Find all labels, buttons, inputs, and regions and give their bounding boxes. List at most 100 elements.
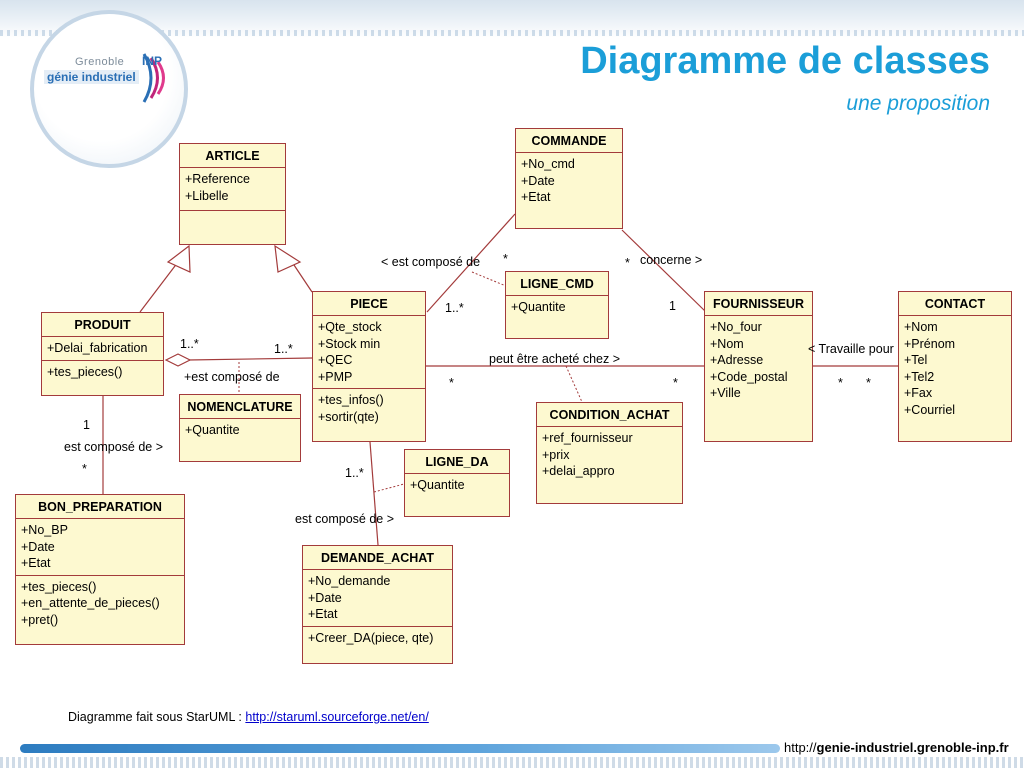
label-est-compose-de-da: est composé de > — [295, 512, 395, 526]
class-attributes: +Reference +Libelle — [180, 168, 285, 211]
label-est-compose-de-nomen: +est composé de — [184, 370, 280, 384]
label-star-four-contact: * — [838, 376, 843, 390]
logo-inp: INP — [142, 54, 163, 68]
assoc-piece-da — [369, 441, 379, 546]
class-name: COMMANDE — [516, 129, 622, 153]
class-ligne-cmd[interactable]: LIGNE_CMD +Quantite — [505, 271, 609, 339]
attribute: +Etat — [521, 190, 551, 204]
label-star-cmd-right: * — [625, 256, 630, 270]
attribute: +No_BP — [21, 523, 68, 537]
class-name: ARTICLE — [180, 144, 285, 168]
attribute: +Date — [308, 590, 342, 605]
class-operations — [180, 211, 285, 217]
assoc-commande-piece — [426, 213, 516, 313]
attribute: +Quantite — [185, 423, 240, 437]
operation: +tes_pieces() — [47, 364, 123, 379]
class-name: FOURNISSEUR — [705, 292, 812, 316]
footer-url: http://genie-industriel.grenoble-inp.fr — [784, 740, 1009, 755]
label-star-piece-four: * — [449, 376, 454, 390]
class-name: BON_PREPARATION — [16, 495, 184, 519]
attribute: +Courriel — [904, 402, 956, 417]
class-attributes: +ref_fournisseur +prix +delai_appro — [537, 427, 682, 483]
label-one-star-da: 1..* — [345, 466, 364, 480]
assoc-commande-fournisseur — [621, 229, 707, 313]
class-ligne-da[interactable]: LIGNE_DA +Quantite — [404, 449, 510, 517]
attribute: +Adresse — [710, 353, 764, 367]
attribute: +No_four — [710, 320, 762, 334]
class-produit[interactable]: PRODUIT +Delai_fabrication +tes_pieces() — [41, 312, 164, 396]
operation: +tes_pieces() — [21, 579, 97, 594]
attribute: +Nom — [904, 320, 938, 334]
operation: +pret() — [21, 612, 59, 627]
class-bon-preparation[interactable]: BON_PREPARATION +No_BP +Date +Etat +tes_… — [15, 494, 185, 645]
label-one-fournisseur: 1 — [669, 299, 676, 313]
attribute: +Qte_stock — [318, 320, 382, 334]
attribute: +Reference — [185, 172, 250, 186]
label-peut-etre-achete: peut être acheté chez > — [489, 352, 620, 366]
class-name: CONDITION_ACHAT — [537, 403, 682, 427]
page-title: Diagramme de classes — [580, 40, 990, 82]
label-one-star-produit: 1..* — [180, 337, 199, 351]
class-attributes: +Quantite — [405, 474, 509, 497]
operation: +en_attente_de_pieces() — [21, 596, 160, 610]
label-star-cmd-left: * — [503, 252, 508, 266]
class-condition-achat[interactable]: CONDITION_ACHAT +ref_fournisseur +prix +… — [536, 402, 683, 504]
assoc-class-link-ligne-cmd — [471, 271, 507, 287]
class-demande-achat[interactable]: DEMANDE_ACHAT +No_demande +Date +Etat +C… — [302, 545, 453, 664]
attribute: +Code_postal — [710, 369, 788, 384]
class-operations: +tes_pieces() +en_attente_de_pieces() +p… — [16, 576, 184, 632]
attribute: +Prénom — [904, 336, 956, 351]
assoc-class-link-condition — [565, 365, 583, 403]
attribute: +PMP — [318, 369, 353, 384]
inherit-triangle-produit — [166, 244, 191, 273]
aggregation-diamond — [164, 353, 192, 367]
class-operations: +Creer_DA(piece, qte) — [303, 627, 452, 650]
attribute: +Tel — [904, 353, 928, 367]
attribute: +Date — [21, 539, 55, 554]
class-fournisseur[interactable]: FOURNISSEUR +No_four +Nom +Adresse +Code… — [704, 291, 813, 442]
attribute: +prix — [542, 447, 570, 462]
attribute: +Libelle — [185, 188, 229, 203]
attribute: +ref_fournisseur — [542, 431, 633, 445]
attribute: +No_cmd — [521, 157, 575, 171]
class-attributes: +Nom +Prénom +Tel +Tel2 +Fax +Courriel — [899, 316, 1011, 421]
attribute: +Delai_fabrication — [47, 341, 148, 355]
class-attributes: +No_BP +Date +Etat — [16, 519, 184, 576]
attribute: +Ville — [710, 386, 741, 400]
logo-genie-industriel: génie industriel — [44, 70, 139, 84]
operation: +sortir(qte) — [318, 409, 379, 424]
attribute: +Tel2 — [904, 369, 935, 384]
class-name: PIECE — [313, 292, 425, 316]
attribute: +Fax — [904, 386, 933, 400]
attribute: +Stock min — [318, 336, 381, 351]
class-name: LIGNE_DA — [405, 450, 509, 474]
class-attributes: +Quantite — [180, 419, 300, 442]
label-est-compose-de-bp: est composé de > — [64, 440, 164, 454]
class-name: PRODUIT — [42, 313, 163, 337]
class-piece[interactable]: PIECE +Qte_stock +Stock min +QEC +PMP +t… — [312, 291, 426, 442]
assoc-class-link-ligne-da — [373, 483, 405, 493]
class-attributes: +No_four +Nom +Adresse +Code_postal +Vil… — [705, 316, 812, 405]
label-one-star-piece-left: 1..* — [274, 342, 293, 356]
logo-arcs-icon — [142, 53, 165, 103]
footer-note: Diagramme fait sous StarUML : http://sta… — [68, 710, 429, 724]
footer-dots-pattern — [0, 757, 1024, 768]
class-attributes: +No_demande +Date +Etat — [303, 570, 452, 627]
footer-url-prefix: http:// — [784, 740, 817, 755]
top-dots-pattern — [0, 30, 1024, 36]
class-operations: +tes_infos() +sortir(qte) — [313, 389, 425, 428]
assoc-produit-piece — [187, 357, 313, 361]
class-contact[interactable]: CONTACT +Nom +Prénom +Tel +Tel2 +Fax +Co… — [898, 291, 1012, 442]
class-nomenclature[interactable]: NOMENCLATURE +Quantite — [179, 394, 301, 462]
class-attributes: +No_cmd +Date +Etat — [516, 153, 622, 209]
attribute: +No_demande — [308, 574, 391, 588]
inherit-triangle-piece — [274, 244, 302, 273]
staruml-link[interactable]: http://staruml.sourceforge.net/en/ — [245, 710, 429, 724]
class-article[interactable]: ARTICLE +Reference +Libelle — [179, 143, 286, 245]
class-attributes: +Delai_fabrication — [42, 337, 163, 361]
class-name: DEMANDE_ACHAT — [303, 546, 452, 570]
attribute: +Etat — [308, 607, 338, 621]
attribute: +Quantite — [511, 300, 566, 314]
page-subtitle: une proposition — [846, 92, 990, 115]
class-commande[interactable]: COMMANDE +No_cmd +Date +Etat — [515, 128, 623, 229]
